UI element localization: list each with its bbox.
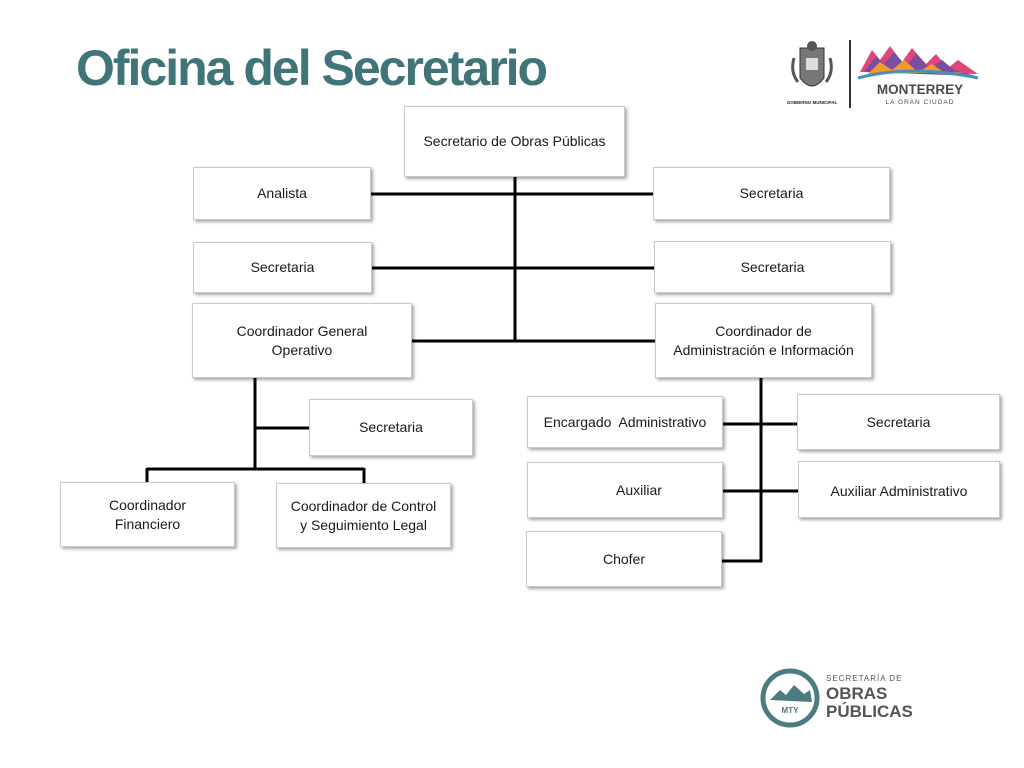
monterrey-logo: GOBIERNO MUNICIPAL MONTERREY LA GRAN CIU… — [787, 40, 979, 108]
monterrey-mountain-icon — [857, 46, 979, 80]
auxiliar-box: Auxiliar — [527, 462, 723, 518]
svg-text:SECRETARÍA DE: SECRETARÍA DE — [826, 674, 902, 683]
secretaria-box-right-2: Secretaria — [654, 241, 891, 293]
obras-publicas-mountain-icon: MTY — [760, 668, 820, 728]
svg-text:PÚBLICAS: PÚBLICAS — [826, 702, 913, 721]
secretaria-coordinador-admin-box: Secretaria — [797, 394, 1000, 450]
coordinador-general-operativo-box: Coordinador General Operativo — [192, 303, 412, 378]
secretaria-box-left-2: Secretaria — [193, 242, 372, 293]
svg-text:MTY: MTY — [782, 706, 800, 715]
coordinador-administracion-box: Coordinador de Administración e Informac… — [655, 303, 872, 378]
encargado-administrativo-box: Encargado Administrativo — [527, 396, 723, 448]
analista-box: Analista — [193, 167, 371, 220]
coordinador-financiero-box: Coordinador Financiero — [60, 482, 235, 547]
municipal-seal-icon: GOBIERNO MUNICIPAL — [787, 41, 838, 105]
chofer-box: Chofer — [526, 531, 722, 587]
svg-text:MONTERREY: MONTERREY — [877, 82, 963, 97]
svg-text:OBRAS: OBRAS — [826, 684, 887, 703]
svg-text:LA GRAN CIUDAD: LA GRAN CIUDAD — [886, 99, 955, 106]
coordinador-control-legal-box: Coordinador de Control y Seguimiento Leg… — [276, 483, 451, 548]
secretaria-obras-publicas-logo: MTY SECRETARÍA DE OBRAS PÚBLICAS — [760, 668, 913, 728]
auxiliar-administrativo-box: Auxiliar Administrativo — [798, 461, 1000, 518]
secretario-obras-publicas-box: Secretario de Obras Públicas — [404, 106, 625, 177]
svg-text:GOBIERNO MUNICIPAL: GOBIERNO MUNICIPAL — [787, 100, 838, 105]
page-title: Oficina del Secretario — [76, 40, 548, 96]
secretaria-coordinador-general-box: Secretaria — [309, 399, 473, 456]
secretaria-box-right-1: Secretaria — [653, 167, 890, 220]
